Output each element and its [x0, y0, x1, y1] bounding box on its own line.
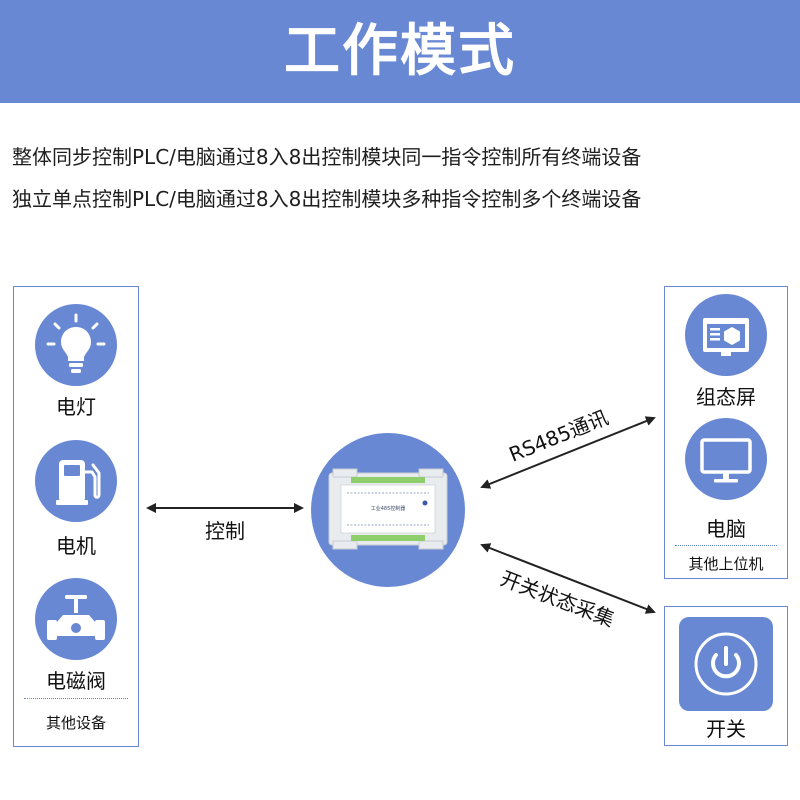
power-icon: [679, 617, 773, 711]
header-bar: 工作模式: [0, 0, 800, 103]
switch-label: 开关: [706, 717, 746, 741]
fuel-pump-icon: [35, 440, 117, 522]
rs485-link-label: RS485通讯: [505, 405, 612, 467]
control-link-label: 控制: [205, 519, 245, 543]
description-line-1: 整体同步控制PLC/电脑通过8入8出控制模块同一指令控制所有终端设备: [12, 145, 642, 169]
module-text: 工业485控制器: [370, 506, 406, 512]
other-devices-label: 其他设备: [45, 714, 106, 732]
motor-label: 电机: [56, 534, 96, 558]
switch-acquisition-link-label: 开关状态采集: [497, 566, 618, 632]
computer-label: 电脑: [706, 517, 746, 541]
right-host-panel: 组态屏 电脑 其他上位机: [664, 286, 788, 579]
hmi-screen-icon: [685, 294, 767, 376]
hmi-label: 组态屏: [696, 385, 756, 409]
valve-icon: [35, 578, 117, 660]
module-graphic: [328, 468, 448, 550]
other-host-label: 其他上位机: [688, 555, 764, 573]
left-device-panel: 电灯 电机 电磁阀 其他设备: [13, 286, 139, 747]
solenoid-valve-label: 电磁阀: [46, 669, 106, 693]
page-title: 工作模式: [284, 19, 516, 84]
monitor-icon: [685, 418, 767, 500]
divider: [675, 545, 777, 546]
description-line-2: 独立单点控制PLC/电脑通过8入8出控制模块多种指令控制多个终端设备: [12, 187, 642, 211]
divider: [24, 698, 128, 699]
io-control-module: 工业485控制器: [311, 433, 465, 587]
light-label: 电灯: [56, 395, 96, 419]
light-bulb-icon: [35, 304, 117, 386]
